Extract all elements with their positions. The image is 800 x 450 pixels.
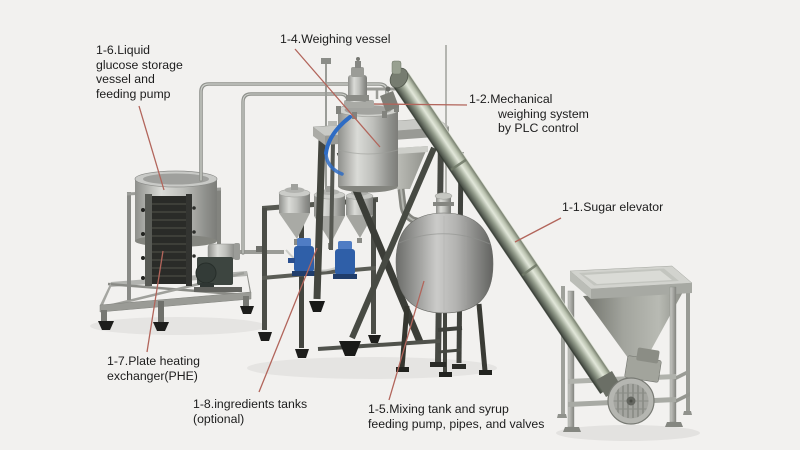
label-line: vessel and [96, 72, 155, 86]
label-line: 1-2.Mechanical [469, 92, 553, 106]
leader-1-7 [146, 250, 164, 353]
label-1-1: 1-1.Sugar elevator [562, 200, 663, 215]
label-line: (optional) [193, 411, 245, 426]
label-line: 1-5.Mixing tank and syrup [368, 402, 509, 416]
label-line: weighing system [498, 106, 589, 121]
label-line: exchanger(PHE) [107, 368, 198, 383]
label-line: feeding pump, pipes, and valves [368, 416, 545, 431]
leader-1-2 [373, 103, 468, 106]
subframe-feet [258, 332, 381, 358]
weighing-vessel [336, 103, 399, 193]
weighing-unit [309, 57, 464, 364]
leader-1-4 [294, 48, 381, 148]
label-line: feeding pump [96, 86, 171, 101]
dosing-pump [288, 238, 316, 276]
label-line: 1-6.Liquid [96, 43, 151, 57]
label-line: 1-1.Sugar elevator [562, 200, 664, 214]
mixing-tank-unit [395, 192, 494, 377]
label-line: glucose storage [96, 57, 183, 72]
leader-lines [138, 48, 562, 401]
sugar-elevator [380, 60, 622, 397]
label-1-6: 1-6.Liquid glucose storage vessel and fe… [96, 43, 183, 101]
leader-1-5 [388, 280, 425, 401]
label-line: by PLC control [498, 121, 579, 135]
glucose-storage-unit [98, 170, 284, 331]
skid-feet [98, 306, 254, 331]
mixing-tank [395, 212, 494, 314]
feeding-pump [194, 243, 284, 292]
label-1-2: 1-2.Mechanical weighing system by PLC co… [469, 92, 589, 136]
leader-1-1 [514, 217, 562, 243]
blue-hose [324, 115, 352, 155]
label-1-5: 1-5.Mixing tank and syrup feeding pump, … [368, 402, 544, 431]
plate-heat-exchanger [141, 194, 196, 286]
label-line: 1-7.Plate heating [107, 354, 200, 368]
hopper-cone [583, 290, 684, 362]
leader-1-8 [258, 247, 318, 393]
elevator-tube [391, 72, 618, 394]
label-1-8: 1-8.ingredients tanks (optional) [193, 397, 307, 426]
dosing-pump [333, 241, 357, 279]
label-1-7: 1-7.Plate heating exchanger(PHE) [107, 354, 200, 383]
leader-1-6 [138, 105, 165, 191]
label-line: 1-4.Weighing vessel [280, 32, 391, 46]
label-line: 1-8.ingredients tanks [193, 397, 308, 411]
agitator-motor [344, 57, 396, 108]
ingredient-tank [278, 184, 311, 245]
elevator-motor [607, 347, 662, 425]
label-1-4: 1-4.Weighing vessel [280, 32, 391, 47]
